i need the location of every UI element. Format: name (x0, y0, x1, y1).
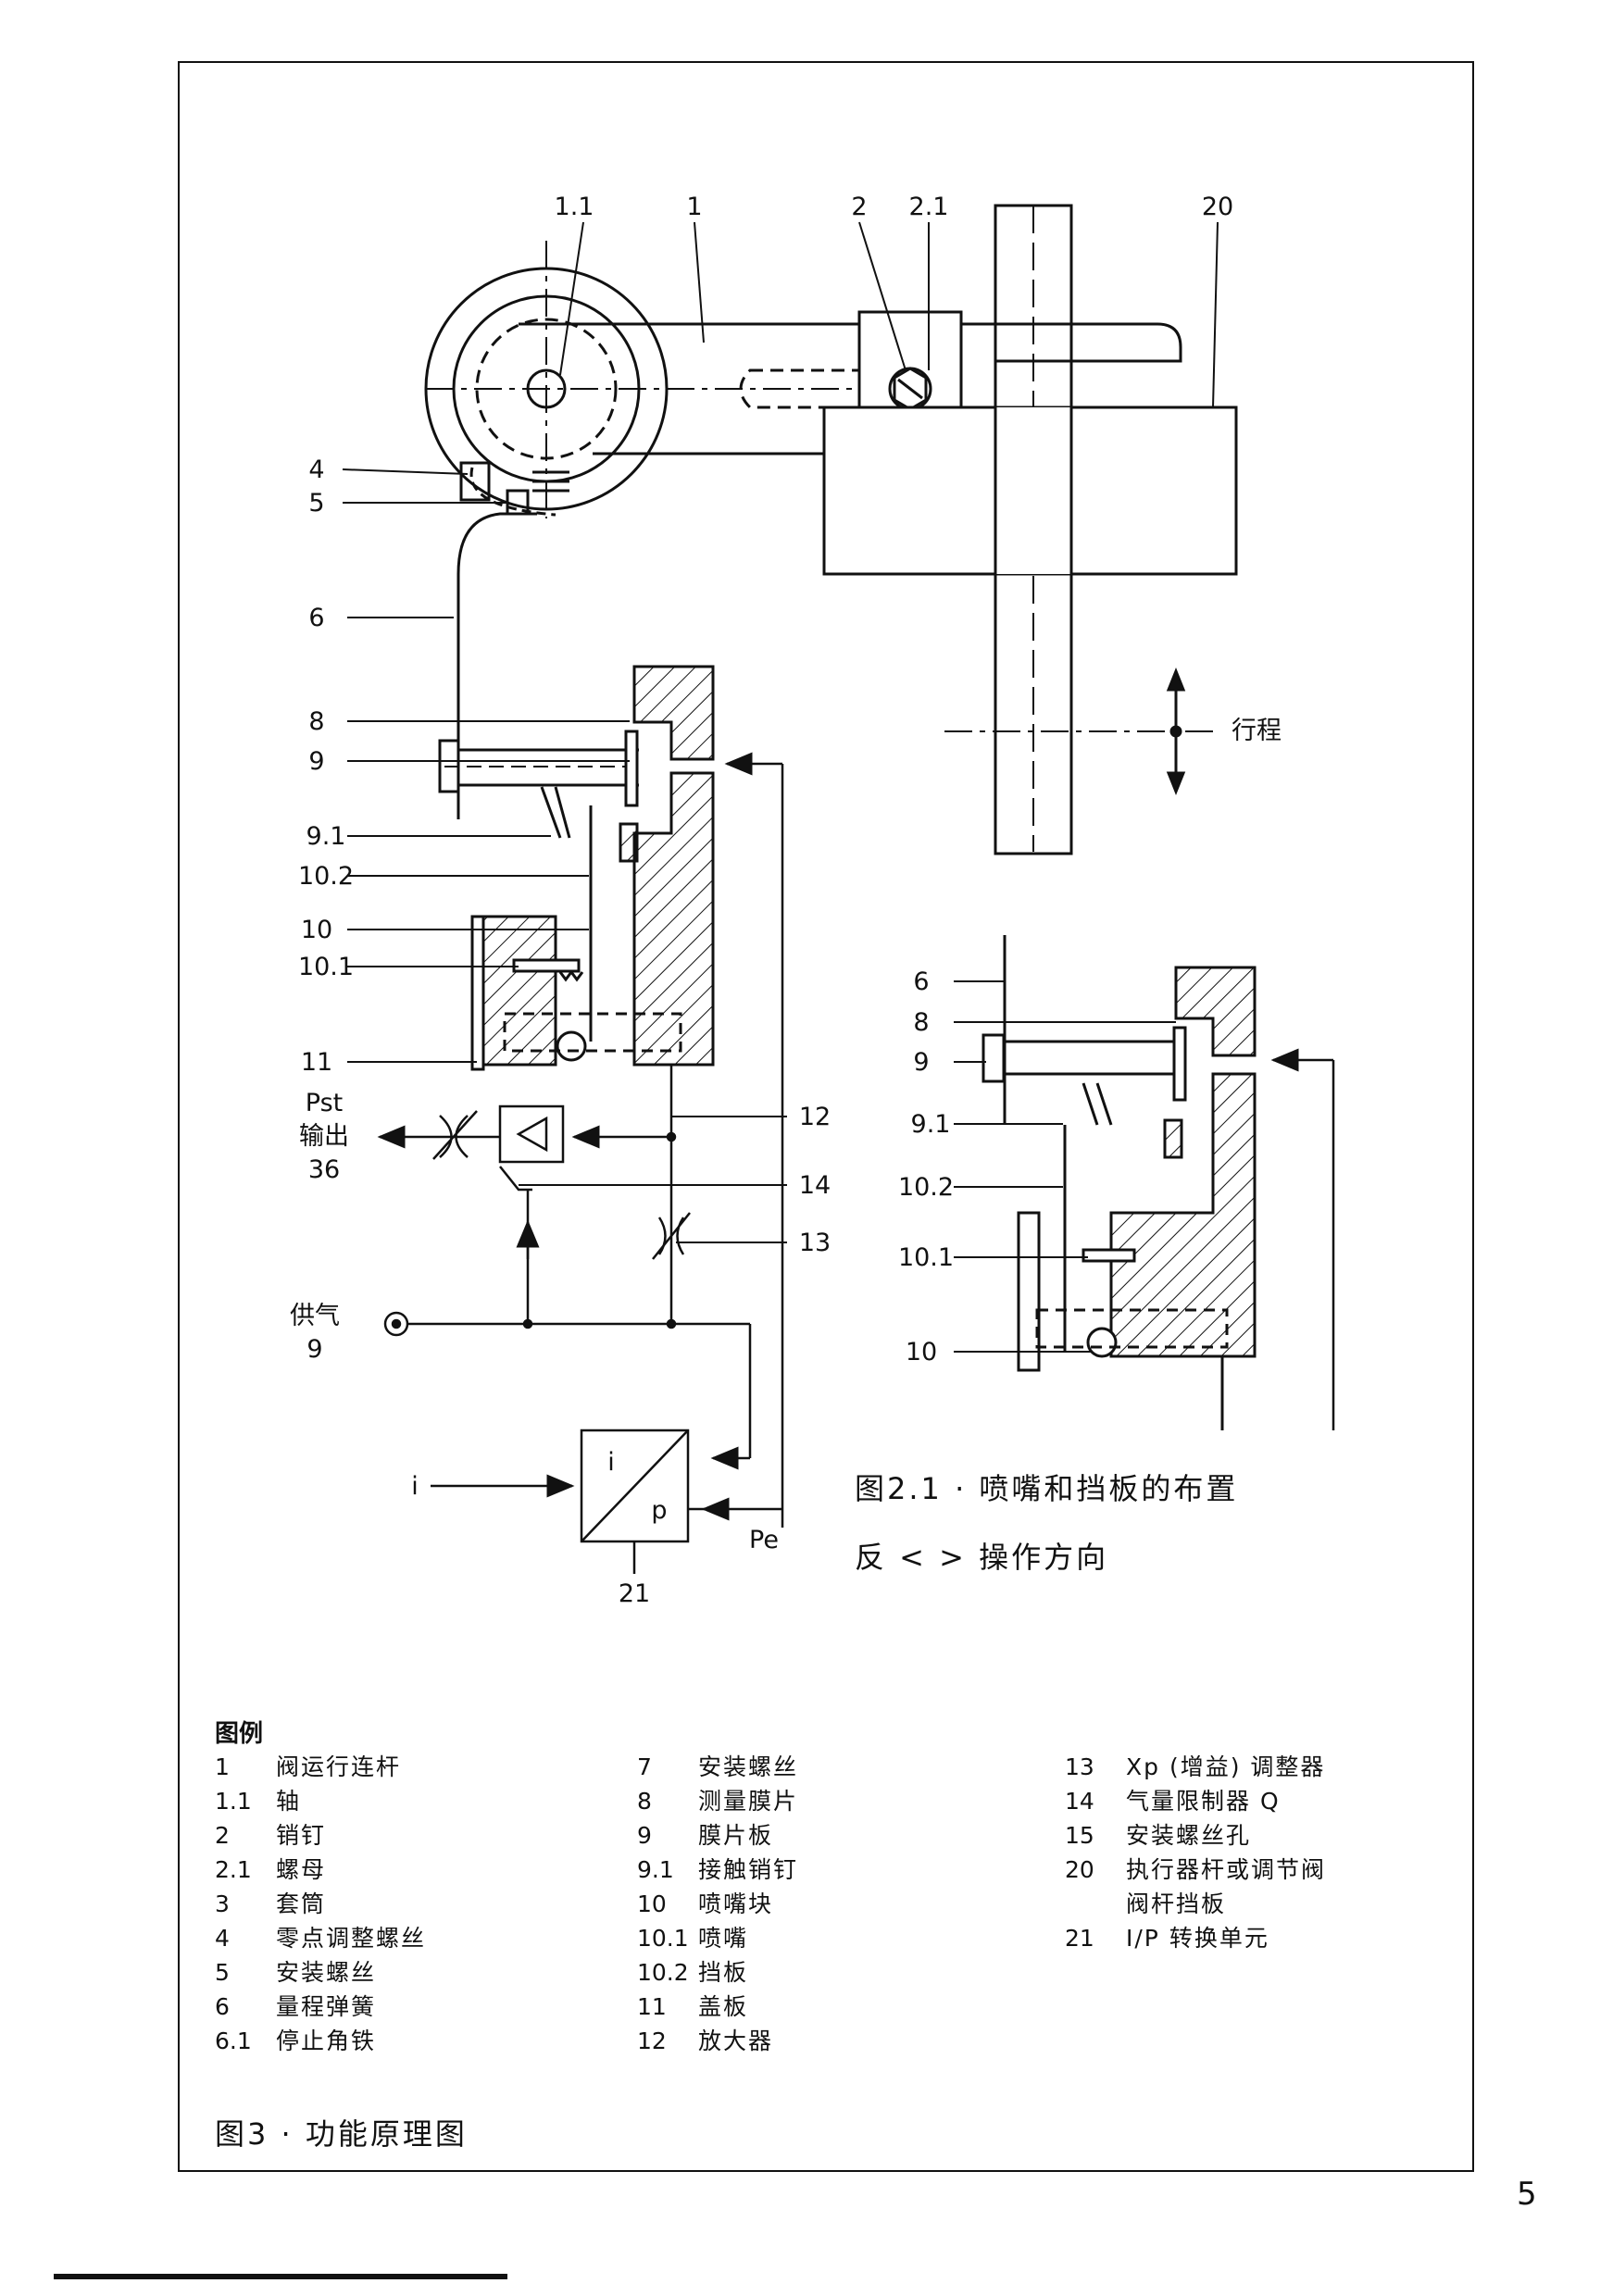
callout-8: 8 (308, 707, 324, 736)
footer-bar (54, 2274, 507, 2279)
pst-label: Pst (306, 1089, 343, 1117)
page-number: 5 (1517, 2176, 1537, 2213)
callout-2-1: 2.1 (909, 193, 949, 221)
stroke-label: 行程 (1232, 717, 1282, 745)
supply-label: 供气 (290, 1302, 340, 1330)
callout-10: 10 (301, 916, 332, 944)
nozzle-flapper-block (438, 665, 715, 1071)
legend-item: 阀杆挡板 (1126, 1890, 1227, 1917)
callout-6: 6 (308, 604, 324, 632)
inset-callout-10-2: 10.2 (898, 1173, 954, 1202)
pe-label: Pe (749, 1526, 779, 1554)
inset-callout-9-1: 9.1 (911, 1110, 951, 1139)
callout-9-1: 9.1 (306, 822, 346, 851)
inset-nozzle-arrangement (982, 935, 1335, 1430)
inset-callout-8: 8 (913, 1008, 929, 1037)
legend-title: 图例 (215, 1720, 264, 1748)
callout-2: 2 (851, 193, 867, 221)
pneumatic-circuit (377, 752, 784, 1574)
callout-5: 5 (308, 489, 324, 518)
signal-labels: 行程 Pst 输出 36 供气 9 i i p Pe (290, 717, 1282, 1554)
callout-12: 12 (799, 1103, 831, 1131)
callout-14: 14 (799, 1171, 831, 1200)
output-number: 36 (308, 1155, 340, 1184)
callout-21: 21 (619, 1579, 650, 1608)
figure-3-caption: 图3 · 功能原理图 (215, 2116, 468, 2152)
page-frame (178, 61, 1474, 2172)
callout-numbers: 1.1 1 2 2.1 20 4 5 6 8 9 9.1 10.2 10 10.… (298, 193, 1233, 1608)
callout-10-1: 10.1 (298, 953, 354, 981)
figure-2-1-subcaption: 反 < > 操作方向 (855, 1540, 1109, 1575)
lever-mechanism (424, 204, 1238, 855)
supply-number: 9 (306, 1335, 322, 1364)
callout-20: 20 (1202, 193, 1233, 221)
callout-10-2: 10.2 (298, 862, 354, 891)
inset-callout-10-1: 10.1 (898, 1243, 954, 1272)
output-label: 输出 (299, 1122, 349, 1151)
inset-callout-numbers: 6 8 9 9.1 10.2 10.1 10 (898, 967, 954, 1366)
callout-lines (342, 221, 1219, 1353)
callout-11: 11 (301, 1048, 332, 1077)
callout-1: 1 (686, 193, 702, 221)
figure-2-1-caption: 图2.1 · 喷嘴和挡板的布置 (855, 1471, 1239, 1506)
inset-callout-10: 10 (906, 1338, 937, 1366)
callout-1-1: 1.1 (555, 193, 594, 221)
ip-p-label: p (651, 1496, 667, 1525)
input-signal-label: i (411, 1472, 419, 1501)
callout-4: 4 (308, 455, 324, 484)
inset-callout-9: 9 (913, 1048, 929, 1077)
ip-i-label: i (607, 1448, 615, 1477)
inset-callout-6: 6 (913, 967, 929, 996)
callout-13: 13 (799, 1229, 831, 1257)
callout-9: 9 (308, 747, 324, 776)
